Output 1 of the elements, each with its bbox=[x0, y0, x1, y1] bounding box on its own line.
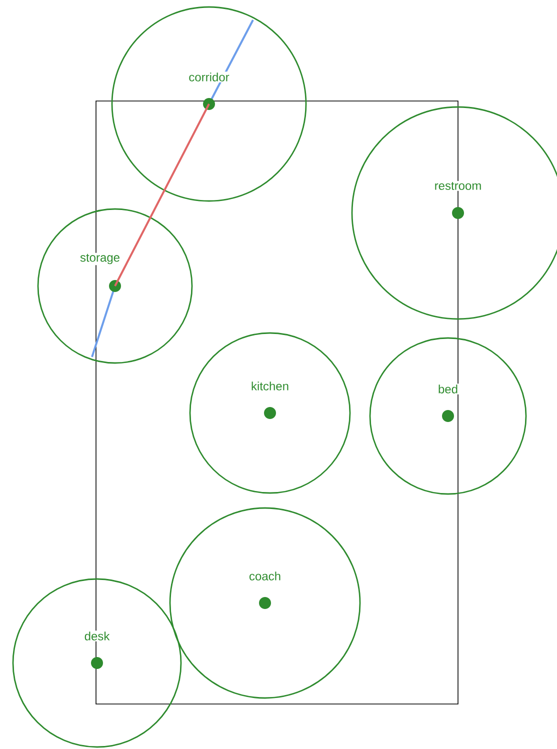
connector-line bbox=[114, 104, 210, 286]
